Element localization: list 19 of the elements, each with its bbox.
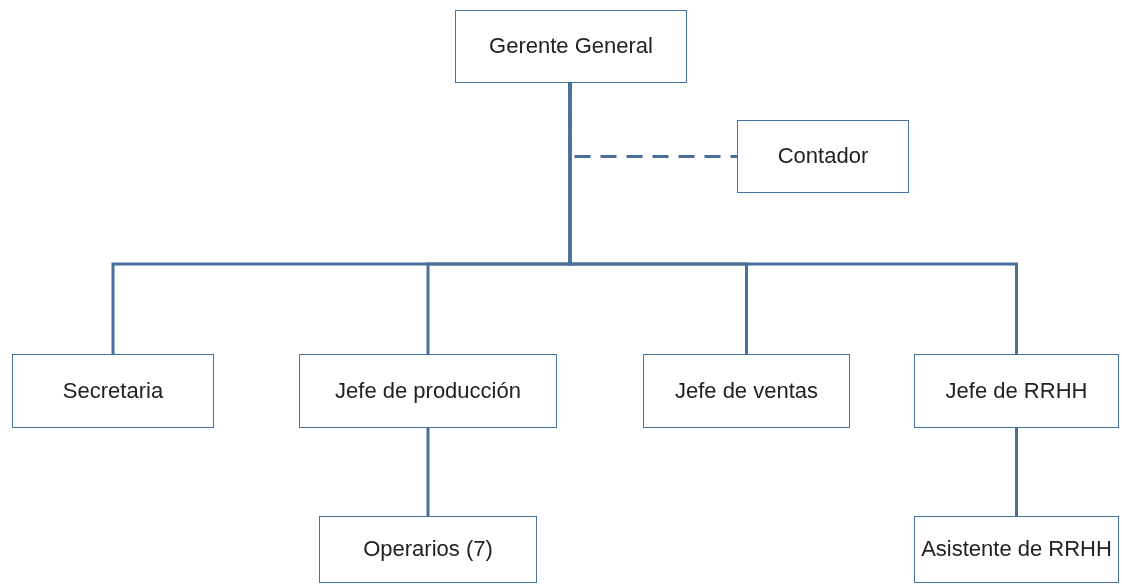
- role-label: Contador: [777, 142, 869, 171]
- role-label: Jefe de RRHH: [945, 376, 1088, 405]
- org-box: [643, 354, 850, 428]
- org-box: [299, 354, 557, 428]
- org-box: [455, 10, 687, 83]
- role-label: Secretaria: [62, 376, 164, 405]
- role-label: Gerente General: [489, 32, 653, 61]
- role-label: Jefe de ventas: [674, 376, 819, 405]
- org-box: [319, 516, 537, 583]
- role-label: Operarios (7): [363, 535, 493, 564]
- connector-line: [568, 83, 1018, 354]
- org-box: [12, 354, 214, 428]
- role-label: Asistente de RRHH: [921, 535, 1112, 564]
- connector-line: [1015, 428, 1018, 516]
- role-label: Jefe de producción: [335, 376, 521, 405]
- org-box: [914, 354, 1119, 428]
- org-box: [737, 120, 909, 193]
- connector-line: [426, 428, 430, 516]
- org-box: [914, 516, 1119, 583]
